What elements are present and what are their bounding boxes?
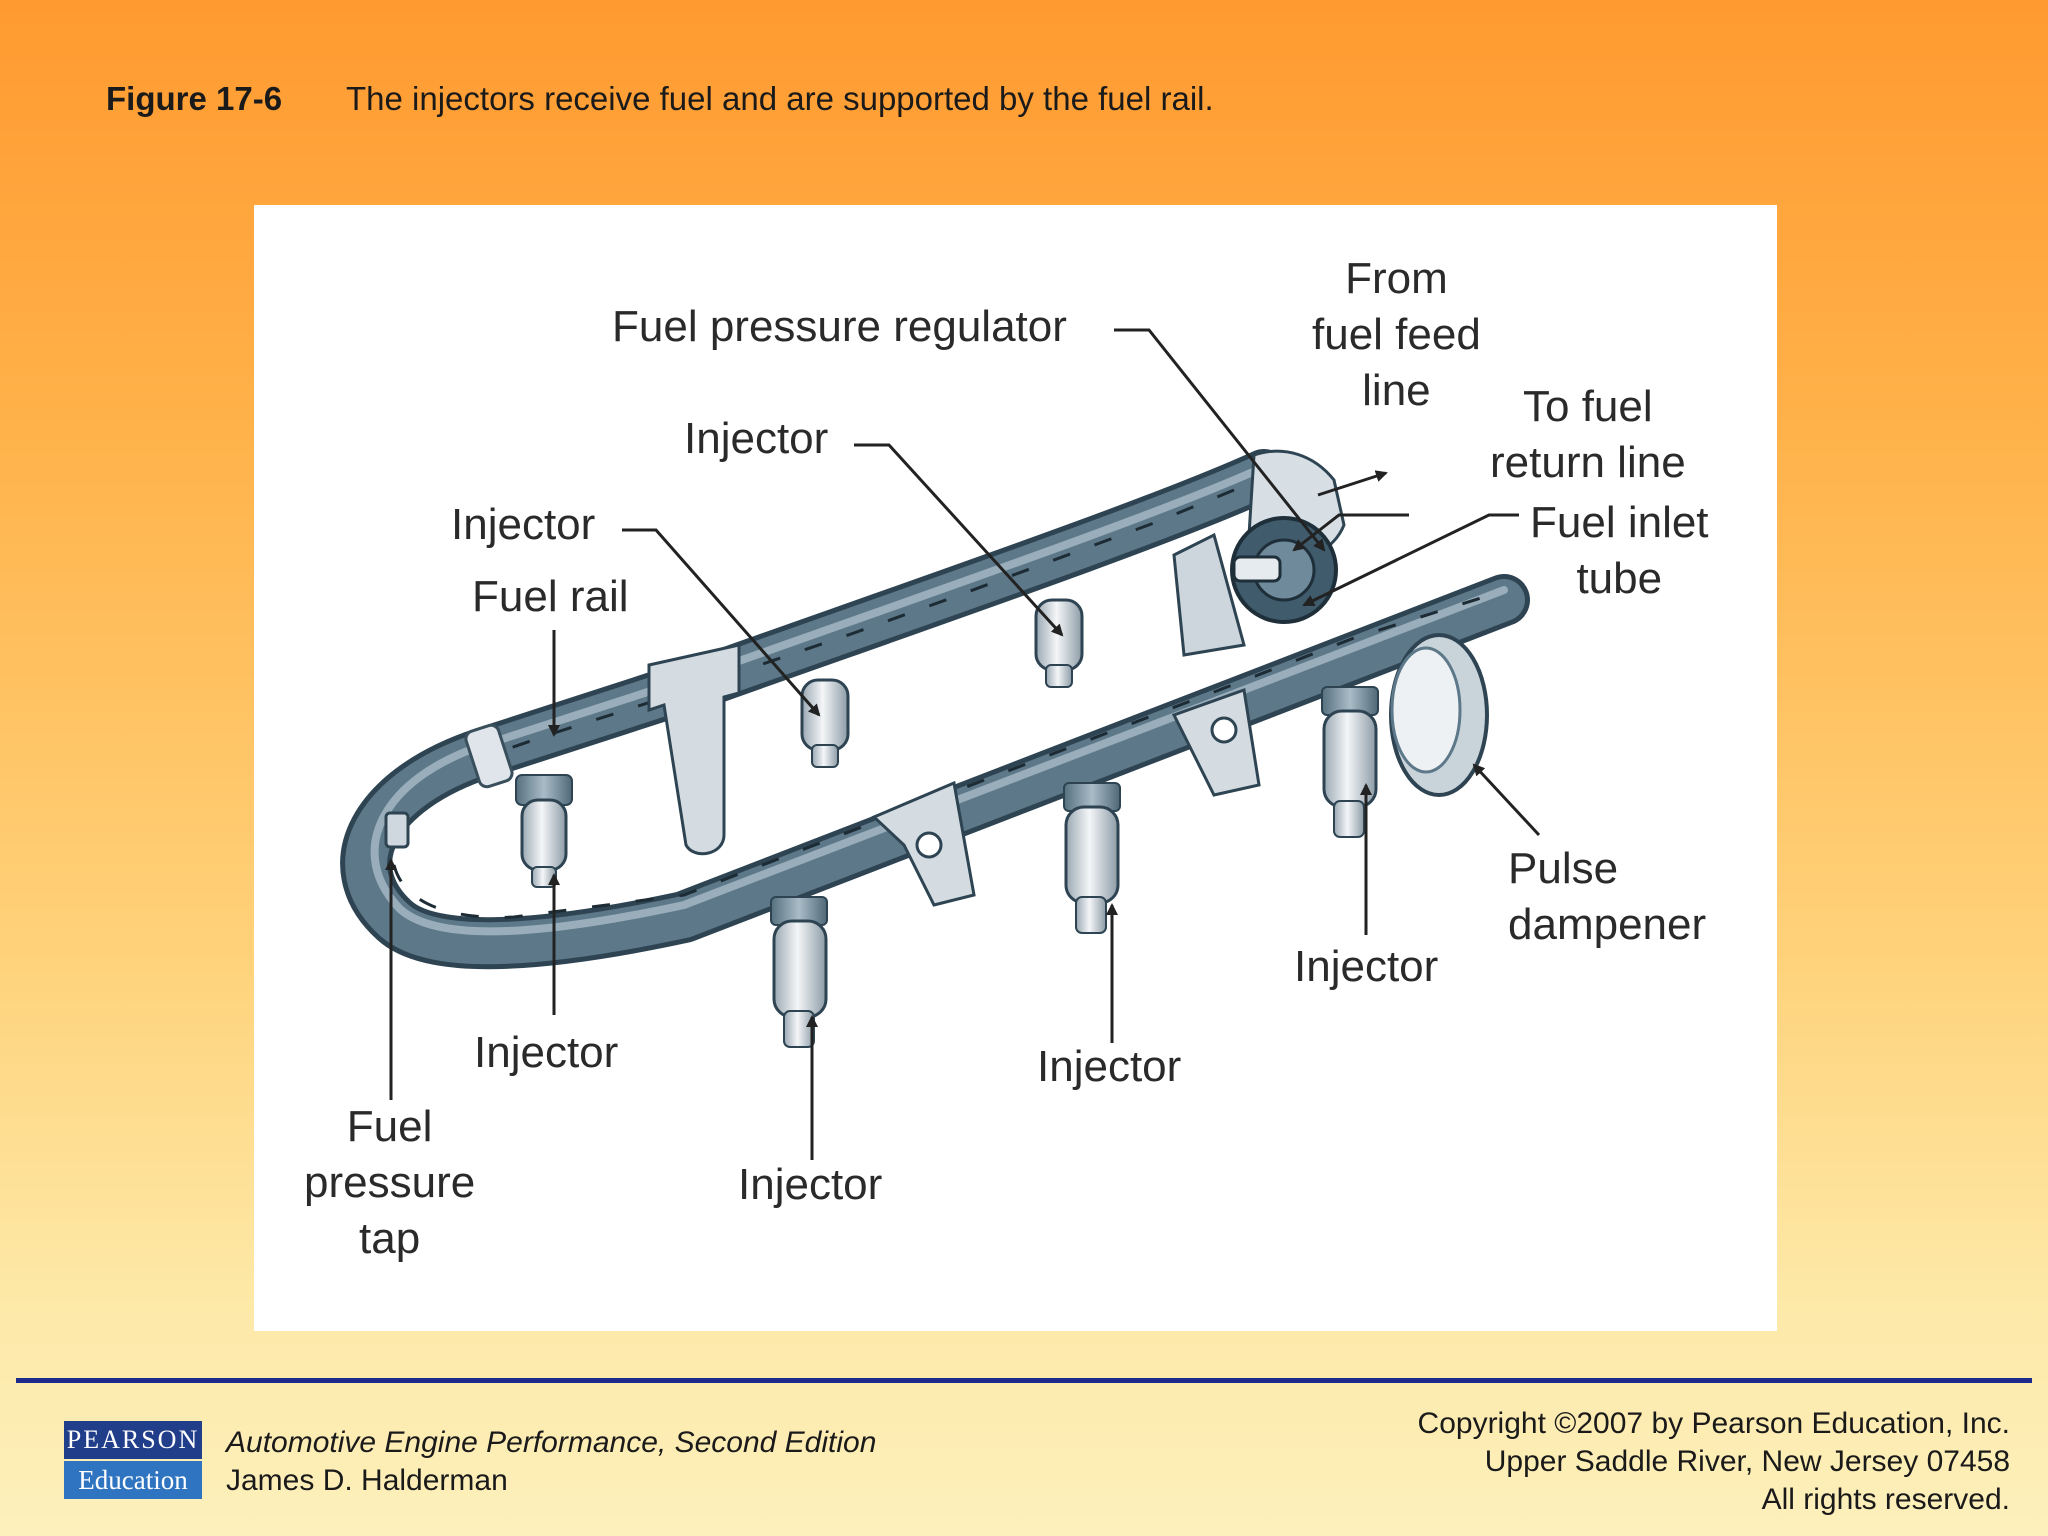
injector-left-lower xyxy=(515,774,573,888)
fuel-rail-illustration xyxy=(340,328,1541,1160)
label-injector-left-bottom: Injector xyxy=(474,1028,619,1077)
label-fuel-inlet-tube: Fuel inlet tube xyxy=(1530,498,1709,603)
label-injector-right: Injector xyxy=(1294,942,1439,991)
leader-fuel-pressure-regulator xyxy=(1114,328,1326,552)
footer-divider xyxy=(16,1378,2032,1383)
copyright-line-3: All rights reserved. xyxy=(1761,1483,2010,1516)
injector-right-lower xyxy=(1321,686,1379,838)
injector-upper-left xyxy=(800,678,850,768)
caption-text: The injectors receive fuel and are suppo… xyxy=(346,80,1214,117)
figure-number: Figure 17-6 xyxy=(106,80,283,117)
label-injector-bottom: Injector xyxy=(738,1160,883,1209)
logo-education-text: Education xyxy=(64,1461,202,1499)
copyright-line-1: Copyright ©2007 by Pearson Education, In… xyxy=(1417,1407,2010,1440)
logo-pearson-text: PEARSON xyxy=(64,1421,202,1459)
injector-bottom xyxy=(770,896,828,1048)
leader-lines xyxy=(385,328,1541,1160)
leader-from-fuel-feed-line xyxy=(1292,513,1409,552)
book-title: Automotive Engine Performance, Second Ed… xyxy=(226,1426,877,1459)
label-fuel-rail: Fuel rail xyxy=(472,572,629,621)
fuel-rail-diagram: Fuel pressure regulator From fuel feed l… xyxy=(254,205,1777,1331)
book-author: James D. Halderman xyxy=(226,1464,508,1497)
label-from-fuel-feed-line: From fuel feed line xyxy=(1312,254,1481,415)
rail-mounting-bracket xyxy=(647,643,1261,907)
leader-fuel-inlet-tube xyxy=(1302,513,1519,607)
label-fuel-pressure-tap: Fuel pressure tap xyxy=(304,1102,476,1263)
label-injector-center-bottom: Injector xyxy=(1037,1042,1182,1091)
label-injector-top-center: Injector xyxy=(684,414,829,463)
leader-injector-top-center xyxy=(854,443,1064,637)
leader-pulse-dampener xyxy=(1472,763,1541,837)
label-fuel-pressure-regulator: Fuel pressure regulator xyxy=(612,302,1067,351)
figure-caption: Figure 17-6 The injectors receive fuel an… xyxy=(106,80,1214,118)
copyright-line-2: Upper Saddle River, New Jersey 07458 xyxy=(1484,1445,2010,1478)
book-info: Automotive Engine Performance, Second Ed… xyxy=(226,1424,876,1500)
copyright-notice: Copyright ©2007 by Pearson Education, In… xyxy=(1418,1405,2010,1519)
pearson-education-logo: PEARSON Education xyxy=(64,1421,202,1499)
leader-injector-top-left xyxy=(622,528,821,717)
leader-to-fuel-return-line xyxy=(1317,470,1388,497)
fuel-rail xyxy=(340,449,1530,970)
label-pulse-dampener: Pulse dampener xyxy=(1508,844,1707,949)
injector-center-lower xyxy=(1063,782,1121,934)
label-to-fuel-return-line: To fuel return line xyxy=(1490,382,1686,487)
pulse-dampener xyxy=(1389,633,1489,797)
label-injector-top-left: Injector xyxy=(451,500,596,549)
